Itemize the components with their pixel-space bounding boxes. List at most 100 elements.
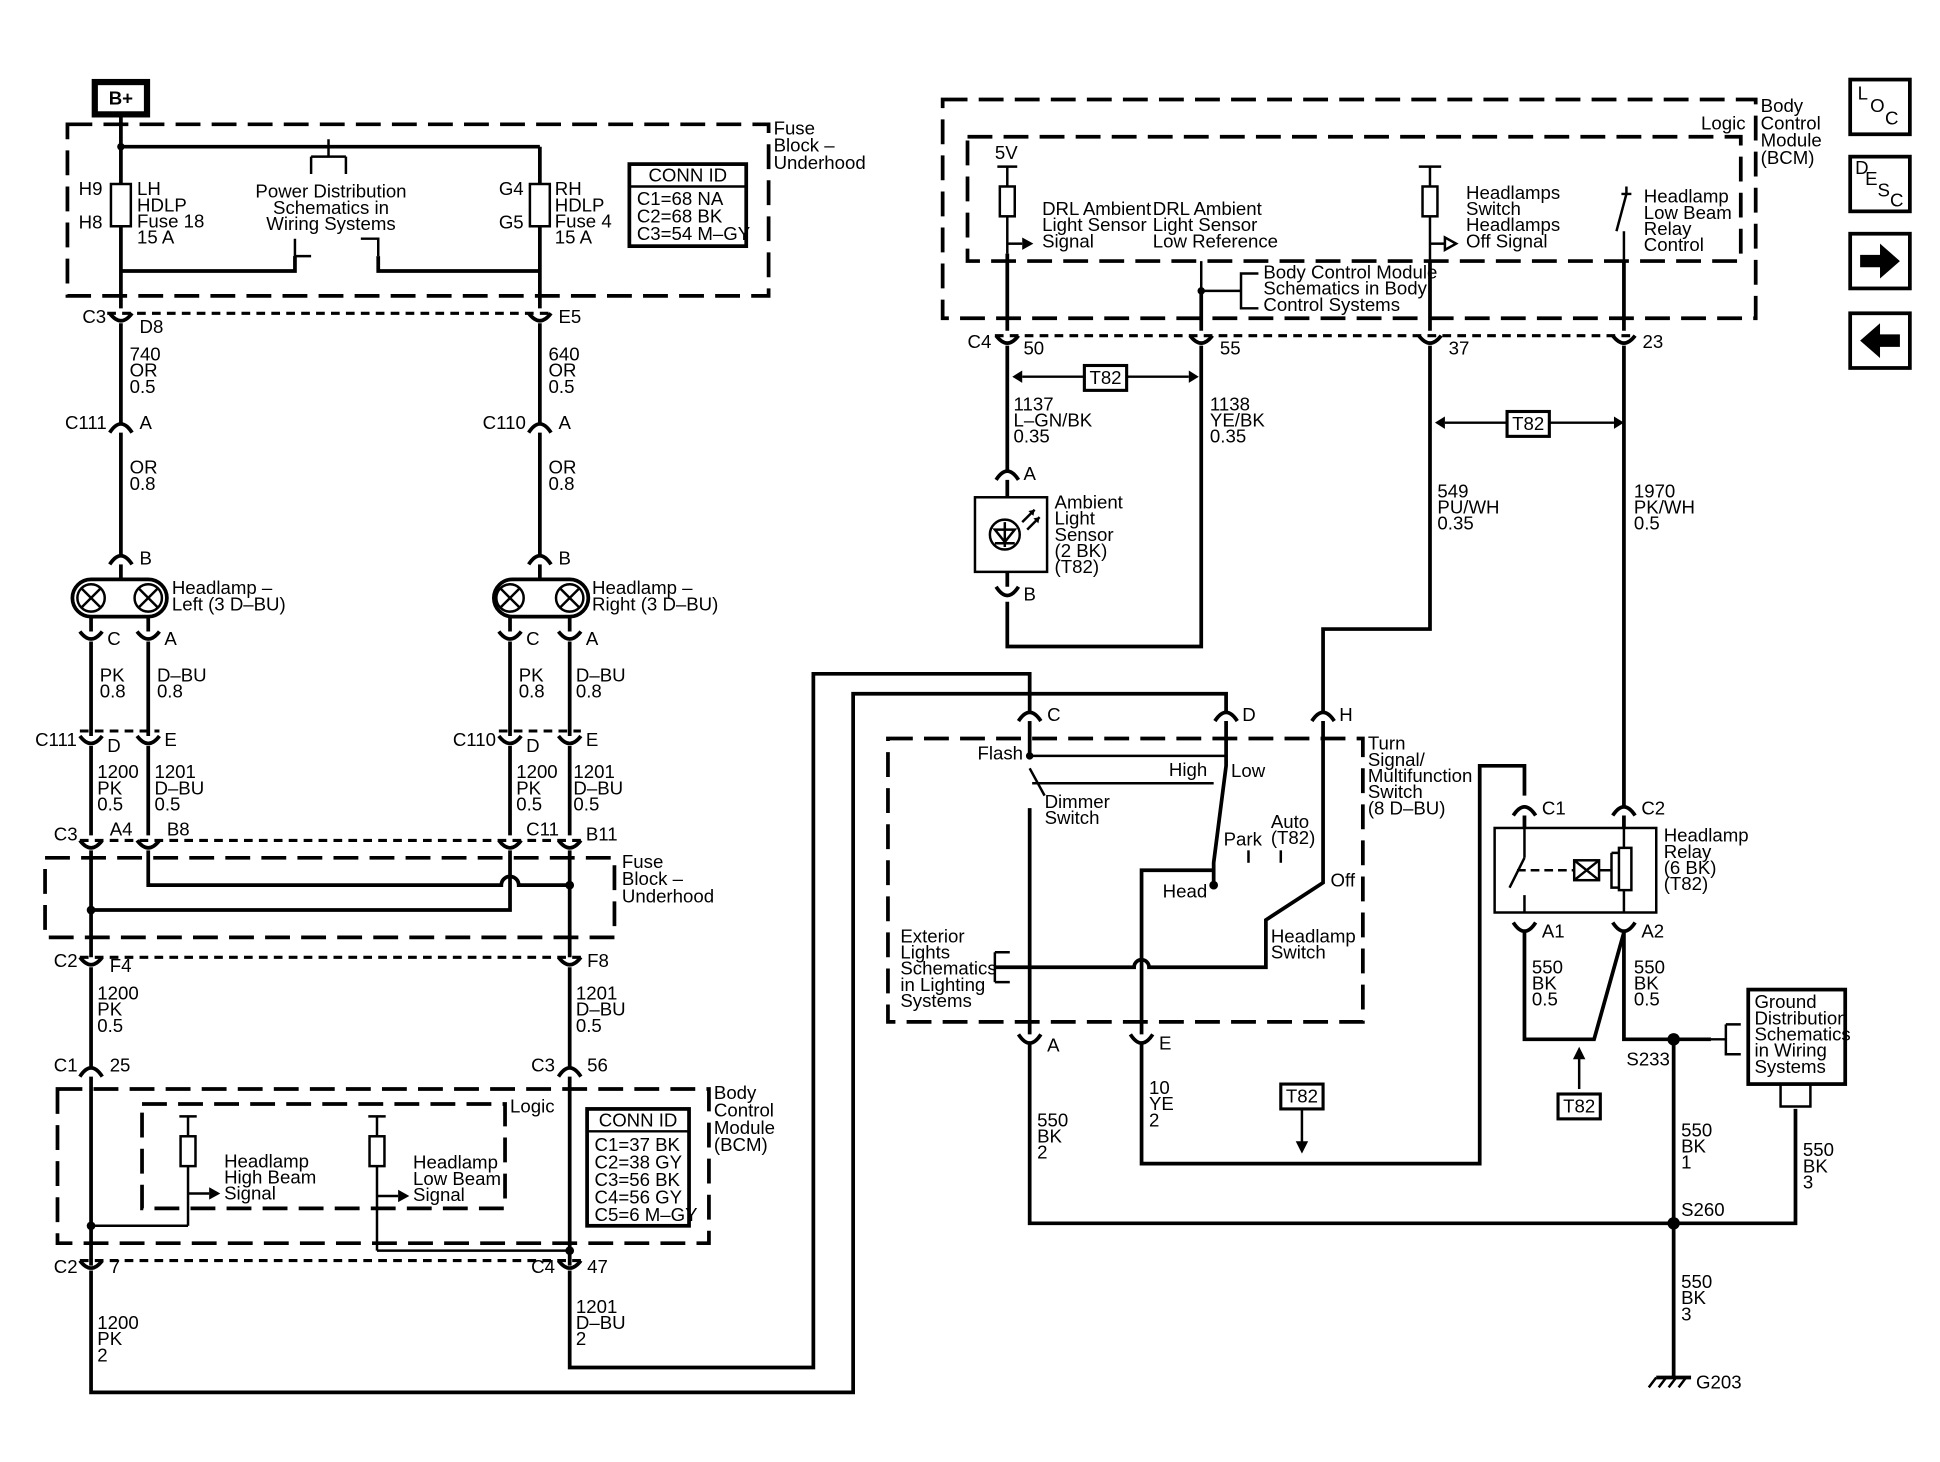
svg-text:T82: T82: [1512, 413, 1544, 434]
svg-text:S: S: [1878, 179, 1890, 200]
svg-text:B11: B11: [586, 823, 618, 844]
svg-text:H: H: [1339, 704, 1352, 725]
svg-text:H9: H9: [79, 178, 103, 199]
svg-text:T82: T82: [1089, 367, 1121, 388]
svg-text:C: C: [107, 628, 120, 649]
loc-button[interactable]: L O C: [1848, 77, 1912, 137]
headlamp-right: Headlamp –Right (3 D–BU): [491, 577, 718, 619]
svg-text:C4: C4: [968, 331, 992, 352]
t82-marker-relay: T82: [1556, 1046, 1602, 1121]
svg-text:Headlamp –Left (3 D–BU): Headlamp –Left (3 D–BU): [172, 577, 286, 614]
connector-c110-de: C110 D E: [453, 729, 598, 756]
svg-text:C: C: [1885, 107, 1898, 128]
svg-text:PK0.8: PK0.8: [100, 664, 126, 701]
svg-text:C: C: [526, 628, 539, 649]
svg-text:Park: Park: [1224, 828, 1263, 849]
svg-text:E: E: [586, 729, 598, 750]
svg-text:C3: C3: [531, 1055, 555, 1076]
svg-text:C3: C3: [54, 823, 78, 844]
svg-text:C111: C111: [35, 729, 77, 750]
connector-c3-56: C3 56: [531, 1055, 608, 1078]
connector-c1-25: C1 25: [54, 1055, 130, 1078]
svg-text:CONN ID: CONN ID: [599, 1109, 678, 1130]
svg-text:A: A: [140, 412, 153, 433]
svg-text:E: E: [1865, 168, 1877, 189]
svg-text:D: D: [526, 735, 539, 756]
svg-text:A: A: [586, 628, 599, 649]
svg-text:OR0.8: OR0.8: [130, 457, 158, 494]
svg-text:C3: C3: [82, 306, 106, 327]
svg-text:47: 47: [587, 1256, 608, 1277]
svg-text:C111: C111: [65, 412, 107, 433]
connector-c2-f8: F8: [557, 950, 609, 971]
svg-text:56: 56: [587, 1055, 608, 1076]
connector-c4-47: C4 47: [531, 1256, 608, 1277]
svg-text:7: 7: [110, 1256, 120, 1277]
battery-terminal: B+: [91, 78, 151, 118]
t82-marker-switch: T82: [1434, 409, 1624, 438]
svg-text:CONN ID: CONN ID: [648, 165, 727, 186]
svg-text:C2: C2: [54, 950, 78, 971]
svg-text:G5: G5: [499, 212, 524, 233]
connector-c3-e5: E5: [527, 306, 581, 327]
connector-c2-7: C2 7: [54, 1256, 120, 1277]
svg-text:A1: A1: [1542, 920, 1565, 941]
svg-text:E: E: [1159, 1032, 1171, 1053]
svg-text:A: A: [1047, 1035, 1060, 1056]
svg-text:G4: G4: [499, 178, 524, 199]
svg-text:A2: A2: [1641, 920, 1664, 941]
svg-text:OR0.8: OR0.8: [549, 457, 577, 494]
svg-text:A4: A4: [110, 818, 133, 839]
svg-text:C: C: [1047, 704, 1060, 725]
svg-text:D: D: [107, 735, 120, 756]
svg-text:B: B: [559, 547, 571, 568]
svg-text:D–BU0.8: D–BU0.8: [576, 664, 626, 701]
connector-c3-c11-b11: C11 B11: [497, 818, 618, 850]
svg-text:D–BU0.8: D–BU0.8: [157, 664, 207, 701]
next-button[interactable]: [1848, 231, 1912, 291]
svg-text:Logic: Logic: [510, 1096, 555, 1117]
svg-text:Auto(T82): Auto(T82): [1271, 811, 1316, 848]
desc-button[interactable]: D E S C: [1848, 154, 1912, 214]
svg-text:F8: F8: [587, 950, 609, 971]
back-button[interactable]: [1848, 311, 1912, 370]
svg-text:Head: Head: [1163, 881, 1208, 902]
svg-text:F4: F4: [110, 955, 132, 976]
